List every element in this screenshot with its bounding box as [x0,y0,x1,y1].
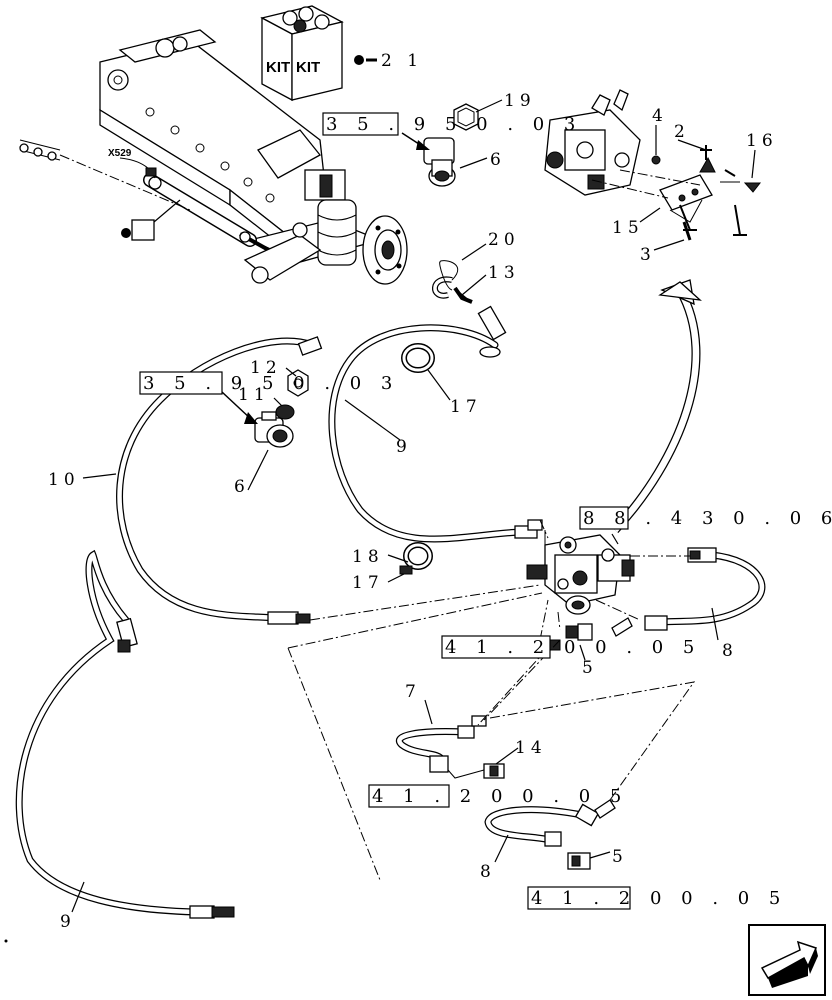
reference-box-88-430-06: 8 8 . 4 3 0 . 0 6 [579,506,832,530]
fitting-19-icon [453,103,479,131]
svg-text:3 5 . 9 5 0 . 0 3: 3 5 . 9 5 0 . 0 3 [143,373,399,394]
reference-box-41-200-05-middle: 4 1 . 2 0 0 . 0 5 [368,784,628,808]
callout-5-upper: 5 [582,658,598,678]
callout-5-lower: 5 [612,847,628,867]
fitting-11-icon [275,404,295,420]
kit-badge-left: KIT [266,59,290,76]
callout-9-left: 9 [60,912,76,932]
item-16-bolt-icon [743,182,762,193]
hose-end-fittings [116,305,717,919]
clamp-17-icon [401,343,435,373]
callout-8-lower: 8 [480,862,496,882]
fitting-6-top-icon [423,137,456,187]
callout-3-top: 3 [640,245,656,265]
callout-17-lower: 17 [352,573,384,593]
fitting-6-middle-icon [254,411,294,448]
tractor-frame-illustration [19,29,408,285]
fitting-14-icon [483,763,505,779]
callout-19: 19 [504,91,536,111]
reference-box-35-950-03-top: 3 5 . 9 5 0 . 0 3 [322,112,582,136]
callout-21: 2 1 [381,51,423,71]
next-page-arrow-icon[interactable] [748,924,826,996]
svg-text:3 5 . 9 5 0 . 0 3: 3 5 . 9 5 0 . 0 3 [326,114,582,135]
fitting-5-icon [565,623,593,641]
reference-box-41-200-05-lower: 4 1 . 2 0 0 . 0 5 [527,886,787,910]
kit-bullet-icon-frame [121,228,131,238]
callout-11: 11 [238,385,270,405]
clamp-18-icon [399,542,433,575]
callout-2: 2 [674,122,690,142]
kit-box-small-icon [131,219,155,241]
item-4-washer-icon [651,155,661,165]
top-valve-assembly-illustration [544,89,713,223]
reference-box-35-950-03-middle: 3 5 . 9 5 0 . 0 3 [139,371,399,395]
kit-box-icon: KIT KIT [260,5,344,102]
kit-badge-right: KIT [296,59,320,76]
callout-8-right: 8 [722,641,738,661]
callout-12: 12 [250,358,282,378]
fitting-block-top-icon [527,519,543,531]
callout-6-middle: 6 [234,477,250,497]
callout-20: 20 [488,230,520,250]
callout-16: 16 [746,131,778,151]
svg-text:4 1 . 2 0 0 . 0 5: 4 1 . 2 0 0 . 0 5 [445,637,701,658]
connector-label-x529: X529 [108,148,132,159]
callout-4: 4 [652,106,668,126]
callout-6-top: 6 [490,150,506,170]
svg-text:4 1 . 2 0 0 . 0 5: 4 1 . 2 0 0 . 0 5 [372,786,628,807]
callout-14: 14 [515,738,547,758]
callout-9-middle: 9 [396,437,412,457]
reference-box-41-200-05-upper: 4 1 . 2 0 0 . 0 5 [441,635,701,659]
svg-text:4 1 . 2 0 0 . 0 5: 4 1 . 2 0 0 . 0 5 [531,888,787,909]
callout-7: 7 [405,682,421,702]
callout-17-upper: 17 [450,397,482,417]
callout-13: 13 [488,263,520,283]
central-valve-block-icon [526,530,635,615]
kit-bullet-icon [354,55,364,65]
callout-18: 18 [352,547,384,567]
svg-text:8 8 . 4 3 0 . 0 6: 8 8 . 4 3 0 . 0 6 [583,508,832,529]
callout-15: 15 [612,218,644,238]
fitting-12-icon [287,369,309,397]
fitting-5-lower-icon [567,852,591,870]
callout-10: 10 [48,470,80,490]
